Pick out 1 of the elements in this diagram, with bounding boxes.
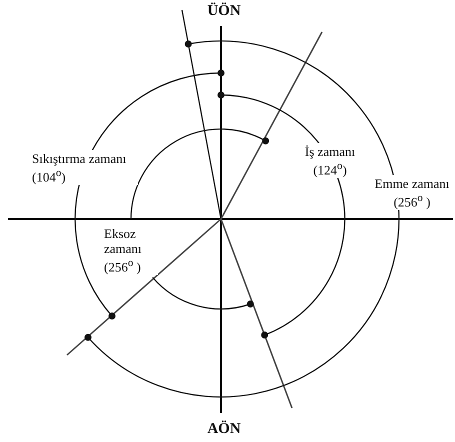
- stroke-label: Sıkıştırma zamanı (104$^{o}$): [30, 150, 138, 186]
